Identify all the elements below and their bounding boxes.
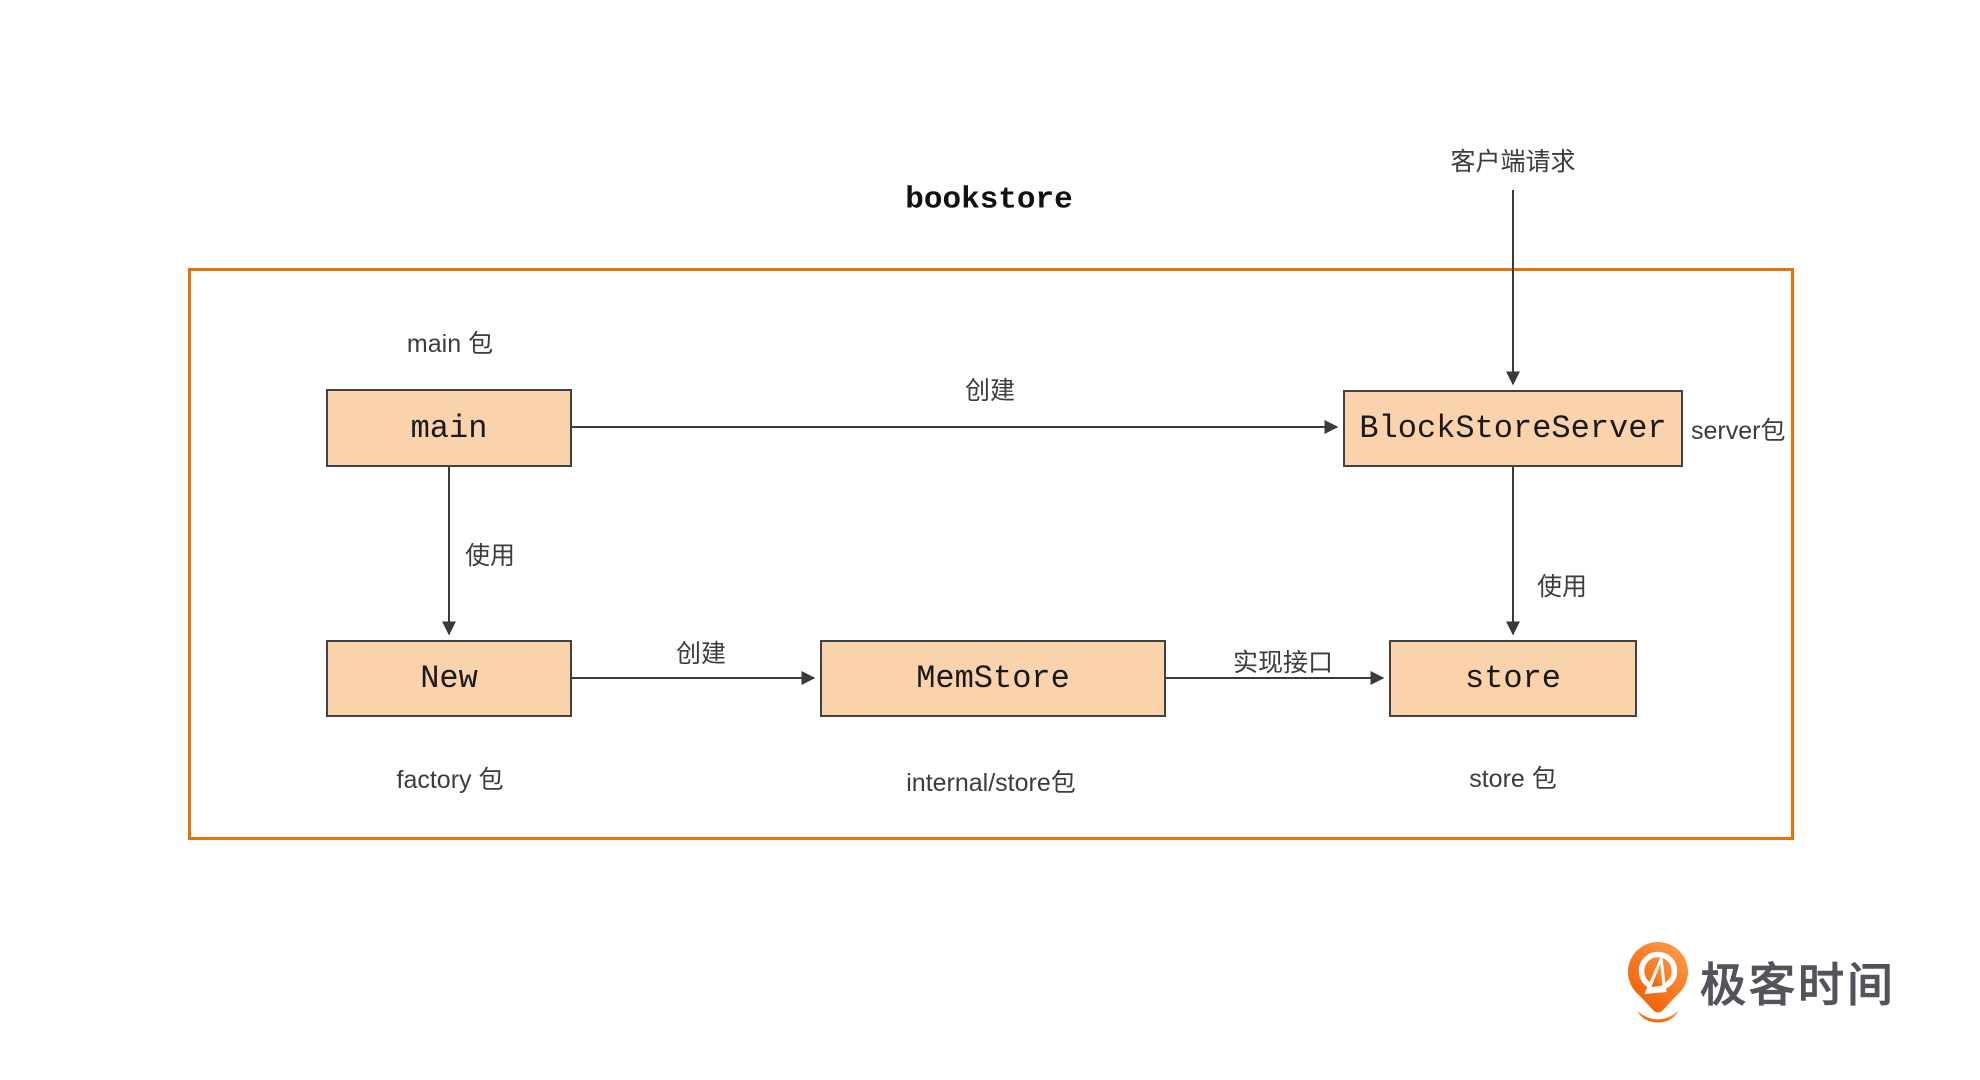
bookstore-module-boundary xyxy=(188,268,1794,840)
node-block-store-server: BlockStoreServer xyxy=(1343,390,1683,467)
node-mem-store: MemStore xyxy=(820,640,1166,717)
geektime-logo-icon xyxy=(1628,942,1688,1023)
edge-label-create-bottom: 创建 xyxy=(675,640,727,668)
client-request-label: 客户端请求 xyxy=(1450,148,1576,176)
node-store: store xyxy=(1389,640,1637,717)
node-main: main xyxy=(326,389,572,467)
edge-label-use-left: 使用 xyxy=(464,542,516,570)
edge-label-implement-interface: 实现接口 xyxy=(1232,649,1334,677)
edge-label-create-top: 创建 xyxy=(964,377,1016,405)
server-package-label: server包 xyxy=(1691,417,1786,445)
diagram-title: bookstore xyxy=(905,182,1073,218)
internal-store-package-label: internal/store包 xyxy=(906,769,1076,797)
store-package-label: store 包 xyxy=(1469,765,1557,793)
edge-label-use-right: 使用 xyxy=(1536,573,1588,601)
geektime-logo: 极客时间 xyxy=(1624,941,1896,1023)
factory-package-label: factory 包 xyxy=(396,766,504,794)
node-new: New xyxy=(326,640,572,717)
geektime-logo-text: 极客时间 xyxy=(1700,959,1896,1011)
main-package-label: main 包 xyxy=(406,330,494,358)
